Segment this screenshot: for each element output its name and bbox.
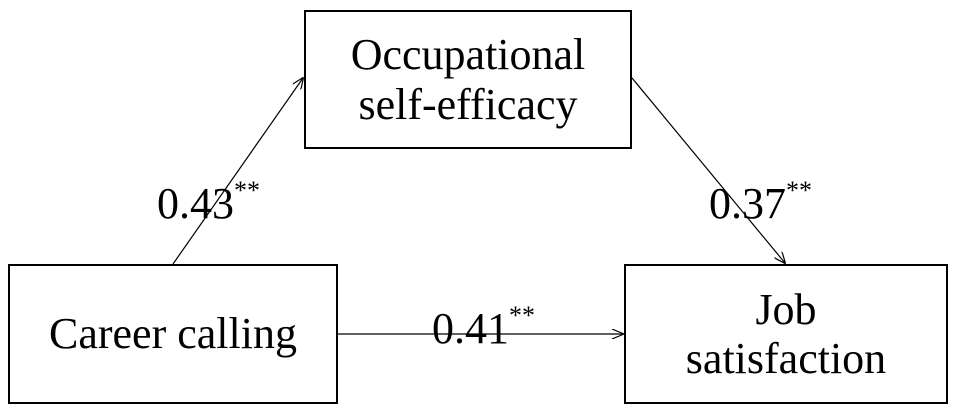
node-career-calling: Career calling [8,264,338,404]
node-job-label-line1: Job [755,284,817,334]
coefficient-a-value: 0.43 [157,179,234,228]
coefficient-a-significance: ** [234,176,260,205]
coefficient-c-value: 0.41 [432,304,509,353]
coefficient-path-c: 0.41** [432,303,535,353]
node-occupational-label-line1: Occupational [350,30,586,80]
node-career-label: Career calling [49,309,297,359]
coefficient-b-value: 0.37 [709,179,786,228]
node-occupational-label-line2: self-efficacy [358,79,578,129]
arrow-occupational-to-job [631,77,785,263]
node-occupational-self-efficacy: Occupational self-efficacy [304,10,632,149]
node-job-label-line2: satisfaction [685,334,887,383]
coefficient-path-a: 0.43** [157,178,260,228]
coefficient-b-significance: ** [786,176,812,205]
coefficient-path-b: 0.37** [709,178,812,228]
node-job-satisfaction: Job satisfaction [624,264,948,404]
coefficient-c-significance: ** [509,301,535,330]
arrow-career-to-occupational [172,78,303,265]
